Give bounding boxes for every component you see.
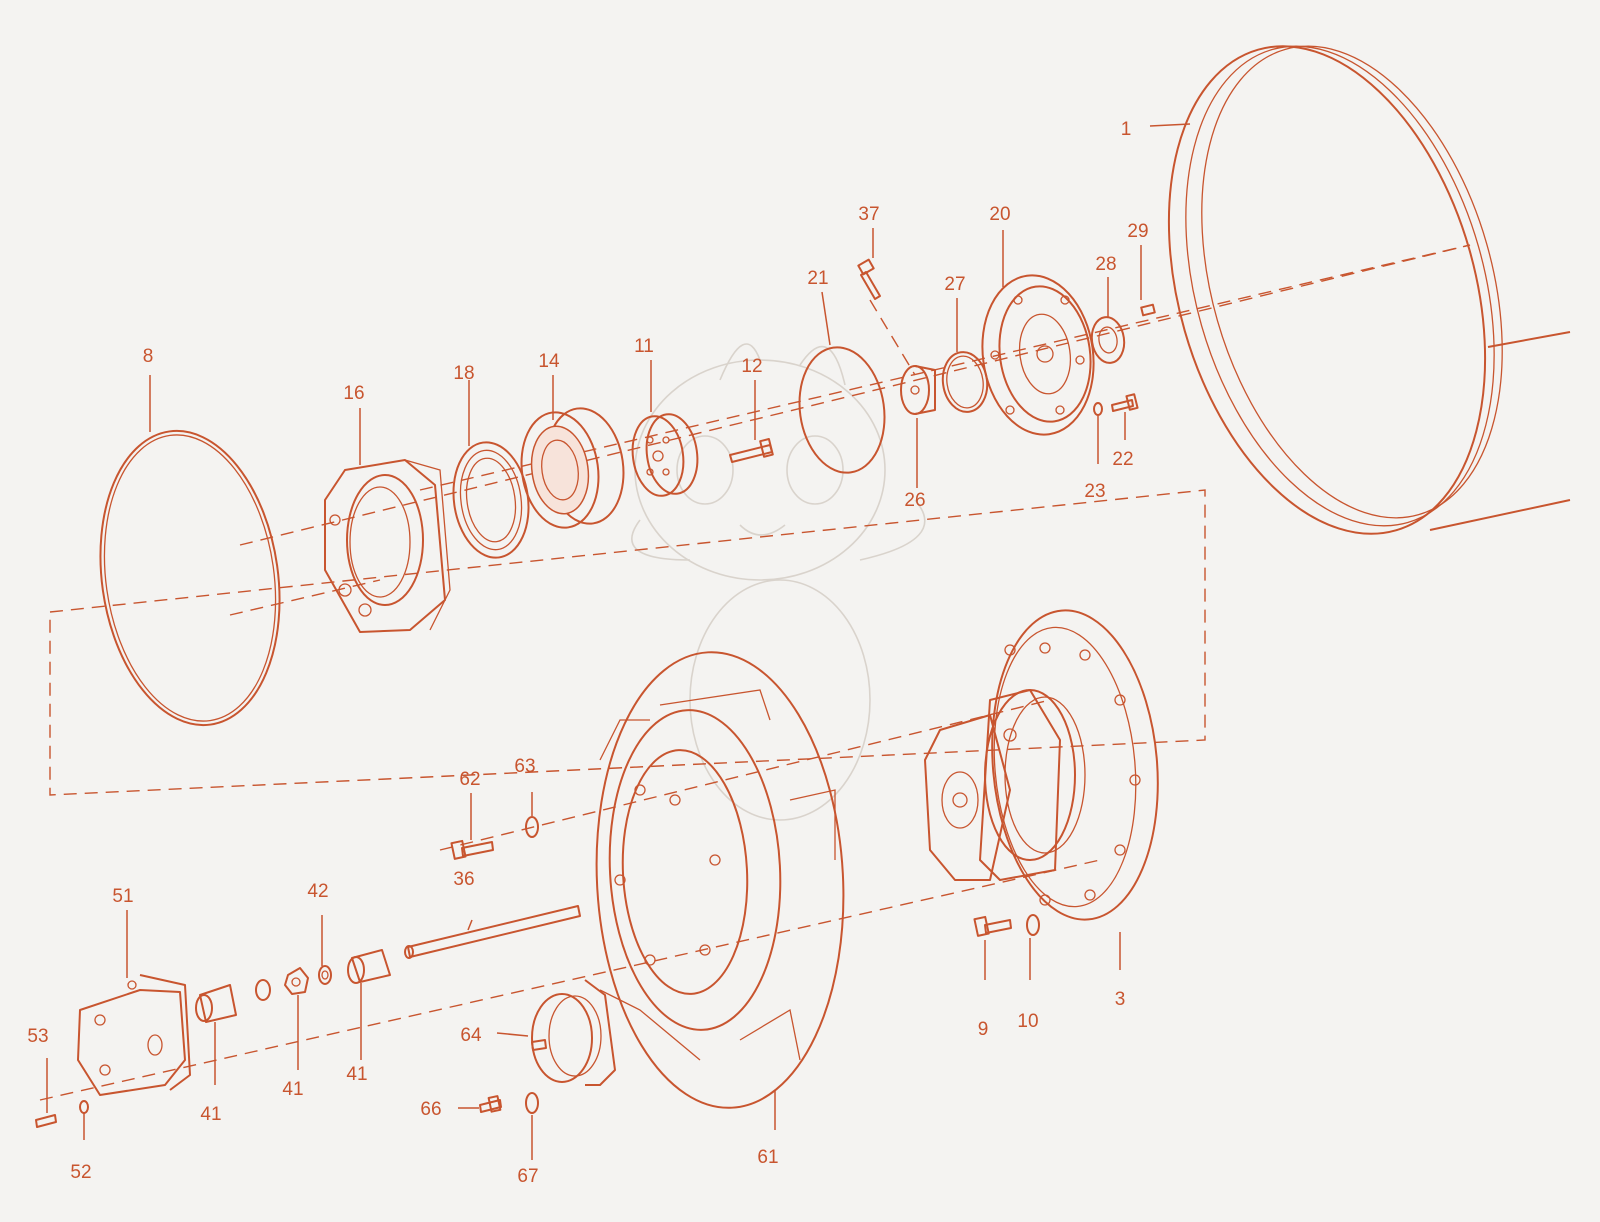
part-26-hub	[900, 365, 936, 415]
part-16-housing	[324, 459, 451, 633]
leader-lines	[46, 123, 1191, 1160]
callout-16: 16	[343, 383, 364, 404]
callout-20: 20	[989, 204, 1010, 225]
part-64-end-cap	[531, 979, 616, 1086]
callout-64: 64	[460, 1025, 482, 1046]
callout-63: 63	[514, 756, 535, 777]
callout-3: 3	[1115, 989, 1126, 1010]
part-62-bolt	[450, 839, 494, 860]
part-28-plate	[1090, 316, 1126, 364]
callout-28: 28	[1095, 254, 1116, 275]
callout-12: 12	[741, 356, 762, 377]
part-3-motor-assembly	[924, 609, 1159, 921]
part-61-brake-disc	[595, 651, 845, 1109]
callout-53: 53	[27, 1026, 48, 1047]
part-41-spider	[284, 967, 309, 995]
callout-11: 11	[634, 336, 654, 357]
callout-29: 29	[1127, 221, 1148, 242]
callout-21: 21	[807, 268, 828, 289]
callout-14: 14	[538, 351, 560, 372]
part-41-nut-small	[255, 979, 271, 1001]
part-21-o-ring	[798, 346, 886, 474]
callout-66: 66	[420, 1099, 441, 1120]
part-41-coupling-right	[347, 949, 391, 984]
callout-52: 52	[70, 1162, 91, 1183]
part-37-screw	[857, 258, 881, 300]
part-41-coupling-left	[195, 984, 237, 1023]
part-52-washer	[79, 1100, 89, 1114]
part-53-screw	[35, 1114, 57, 1128]
part-63-washer	[525, 816, 539, 838]
part-42-nut	[318, 965, 332, 985]
callout-67: 67	[517, 1166, 538, 1187]
part-29-screw	[1140, 303, 1156, 317]
callout-36: 36	[453, 869, 474, 890]
callout-37: 37	[858, 204, 879, 225]
callout-41-right: 41	[346, 1064, 367, 1085]
part-1-drum-cover	[1167, 45, 1571, 535]
callout-51: 51	[112, 886, 133, 907]
callout-labels: 1 3 8 9 10 11 12 14 16 18 20 21 22 23 26…	[27, 119, 1148, 1187]
callout-1: 1	[1121, 119, 1132, 140]
callout-41-middle: 41	[282, 1079, 303, 1100]
part-66-screw	[479, 1095, 502, 1113]
part-51-pump	[77, 974, 191, 1096]
part-36-shaft	[404, 905, 581, 959]
callout-62: 62	[459, 769, 480, 790]
part-22-screw	[1111, 393, 1139, 412]
callout-42: 42	[307, 881, 328, 902]
part-20-end-cover	[981, 274, 1095, 436]
callout-61: 61	[757, 1147, 778, 1168]
part-10-washer	[1026, 914, 1040, 936]
callout-9: 9	[978, 1019, 989, 1040]
callout-26: 26	[904, 490, 925, 511]
part-11-disk	[631, 413, 699, 497]
callout-10: 10	[1017, 1011, 1038, 1032]
callout-27: 27	[944, 274, 965, 295]
callout-23: 23	[1084, 481, 1105, 502]
part-14-bearing	[520, 407, 625, 529]
callout-41-left: 41	[200, 1104, 221, 1125]
part-9-bolt	[973, 915, 1012, 937]
part-23-washer	[1093, 402, 1103, 416]
callout-18: 18	[453, 363, 474, 384]
callout-8: 8	[143, 346, 154, 367]
callout-22: 22	[1112, 449, 1133, 470]
watermark-mascot	[631, 343, 926, 821]
part-8-o-ring	[99, 429, 281, 727]
part-12-bolt	[729, 438, 774, 463]
part-67-washer	[525, 1092, 539, 1114]
